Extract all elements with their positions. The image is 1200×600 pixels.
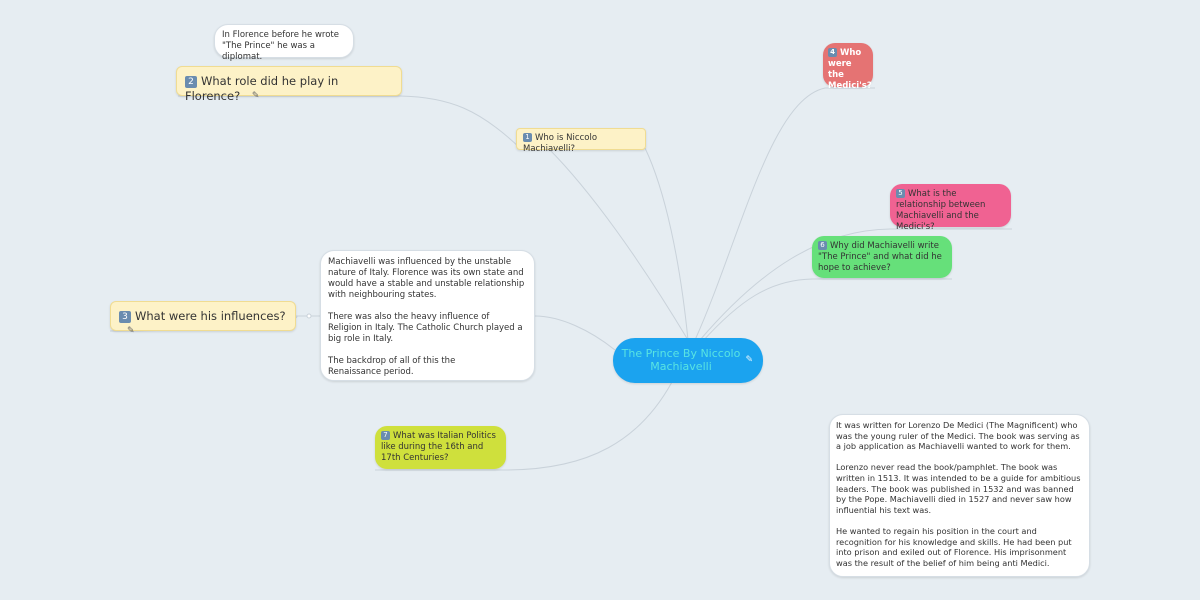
link-center-politics bbox=[504, 381, 673, 471]
badge-4-icon: 4 bbox=[828, 48, 837, 57]
topic-medicis-label: Who were the Medici's? bbox=[828, 48, 872, 91]
note-prince-p3: He wanted to regain his position in the … bbox=[836, 525, 1072, 568]
central-topic[interactable]: The Prince By Niccolo Machiavelli ✎ bbox=[613, 338, 763, 383]
note-icon[interactable]: ✎ bbox=[745, 355, 753, 365]
link-center-who-is bbox=[644, 147, 689, 341]
topic-influences-label: What were his influences? bbox=[135, 309, 286, 323]
topic-role-label: What role did he play in Florence? bbox=[185, 74, 339, 103]
link-center-who-is-2 bbox=[547, 147, 689, 341]
link-who-is-role bbox=[399, 95, 521, 149]
topic-why-wrote-label: Why did Machiavelli write "The Prince" a… bbox=[818, 241, 942, 273]
link-node-dot bbox=[306, 313, 312, 319]
note-icon[interactable]: ✎ bbox=[127, 326, 135, 336]
note-influences-p1: Machiavelli was influenced by the unstab… bbox=[328, 257, 525, 300]
topic-who-is-label: Who is Niccolo Machiavelli? bbox=[523, 133, 598, 154]
badge-3-icon: 3 bbox=[119, 310, 131, 323]
note-influences: Machiavelli was influenced by the unstab… bbox=[320, 250, 535, 381]
topic-relationship-label: What is the relationship between Machiav… bbox=[896, 189, 986, 232]
topic-italian-politics-label: What was Italian Politics like during th… bbox=[381, 431, 496, 463]
note-influences-p3: The backdrop of all of this the Renaissa… bbox=[328, 356, 456, 377]
note-icon[interactable]: ✎ bbox=[251, 91, 260, 101]
badge-7-icon: 7 bbox=[381, 431, 390, 440]
badge-2-icon: 2 bbox=[185, 75, 197, 88]
note-prince: It was written for Lorenzo De Medici (Th… bbox=[829, 414, 1090, 577]
badge-1-icon: 1 bbox=[523, 133, 532, 142]
badge-6-icon: 6 bbox=[818, 241, 827, 250]
link-center-why bbox=[701, 278, 813, 343]
note-florence-text: In Florence before he wrote "The Prince"… bbox=[222, 30, 339, 62]
link-center-influences bbox=[534, 315, 616, 351]
topic-influences[interactable]: 3 What were his influences? ✎ bbox=[110, 301, 296, 336]
link-center-relationship bbox=[699, 228, 891, 341]
link-center-medicis bbox=[694, 87, 826, 341]
badge-5-icon: 5 bbox=[896, 189, 905, 198]
note-florence-diplomat: In Florence before he wrote "The Prince"… bbox=[214, 24, 354, 62]
note-prince-p2: Lorenzo never read the book/pamphlet. Th… bbox=[836, 462, 1081, 515]
note-influences-p2: There was also the heavy influence of Re… bbox=[328, 312, 523, 344]
central-topic-label: The Prince By Niccolo Machiavelli bbox=[621, 347, 741, 373]
note-prince-p1: It was written for Lorenzo De Medici (Th… bbox=[836, 420, 1080, 452]
